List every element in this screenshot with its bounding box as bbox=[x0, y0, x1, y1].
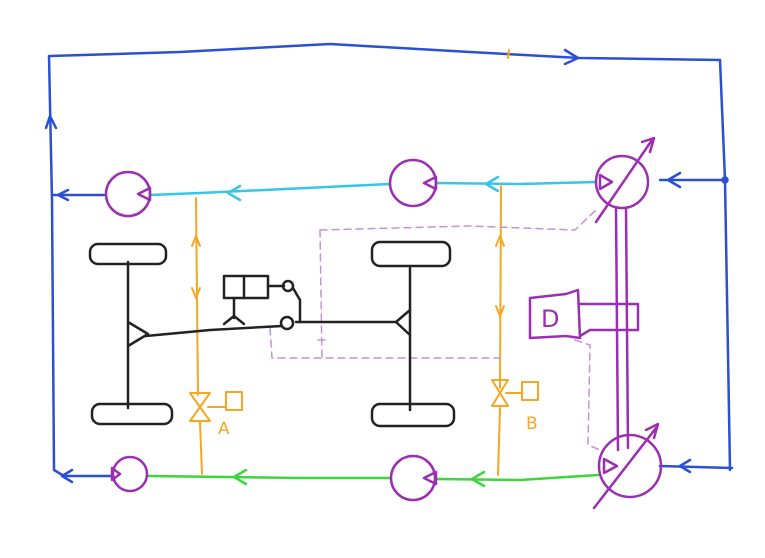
blue-return-loop bbox=[44, 42, 734, 484]
hydraulic-motor-icon bbox=[389, 454, 438, 502]
diesel-engine-icon bbox=[528, 288, 640, 340]
valve-b-icon bbox=[491, 379, 539, 407]
hydraulic-motor-icon bbox=[388, 158, 438, 208]
valve-b-label: B bbox=[526, 414, 538, 434]
hydraulic-motor-icon bbox=[104, 170, 152, 218]
wheel-icon bbox=[370, 240, 452, 268]
hydraulic-pump-icon bbox=[594, 136, 656, 224]
hydraulic-motor-icon bbox=[110, 455, 149, 493]
arrow-head-icon bbox=[191, 235, 201, 247]
wheel-icon bbox=[370, 402, 456, 428]
vehicle-chassis bbox=[88, 240, 456, 428]
arrow-head-icon bbox=[44, 114, 58, 130]
arrow-head-icon bbox=[495, 235, 505, 247]
engine-label: D bbox=[541, 305, 559, 333]
arrow-head-icon bbox=[666, 171, 682, 189]
arrow-head-icon bbox=[563, 48, 580, 66]
arrow-head-icon bbox=[56, 188, 70, 202]
arrow-head-icon bbox=[232, 468, 248, 486]
valve-a-icon bbox=[189, 391, 243, 422]
cylinder-icon bbox=[222, 274, 302, 331]
arrow-head-icon bbox=[60, 468, 74, 484]
arrow-head-icon bbox=[191, 287, 201, 299]
arrow-head-icon bbox=[484, 175, 500, 193]
arrow-head-icon bbox=[678, 458, 692, 474]
wheel-icon bbox=[88, 242, 168, 266]
orange-branch-lines bbox=[189, 49, 539, 476]
valve-a-label: A bbox=[218, 419, 230, 439]
arrow-head-icon bbox=[470, 470, 486, 488]
cyan-supply-line bbox=[148, 175, 598, 202]
green-lower-line bbox=[146, 468, 600, 488]
dashed-control-lines bbox=[269, 207, 601, 451]
arrow-head-icon bbox=[495, 305, 505, 317]
hydraulic-pump-icon bbox=[592, 422, 663, 510]
hydraulic-components bbox=[104, 136, 663, 510]
arrow-head-icon bbox=[226, 184, 242, 202]
wheel-icon bbox=[90, 402, 174, 426]
